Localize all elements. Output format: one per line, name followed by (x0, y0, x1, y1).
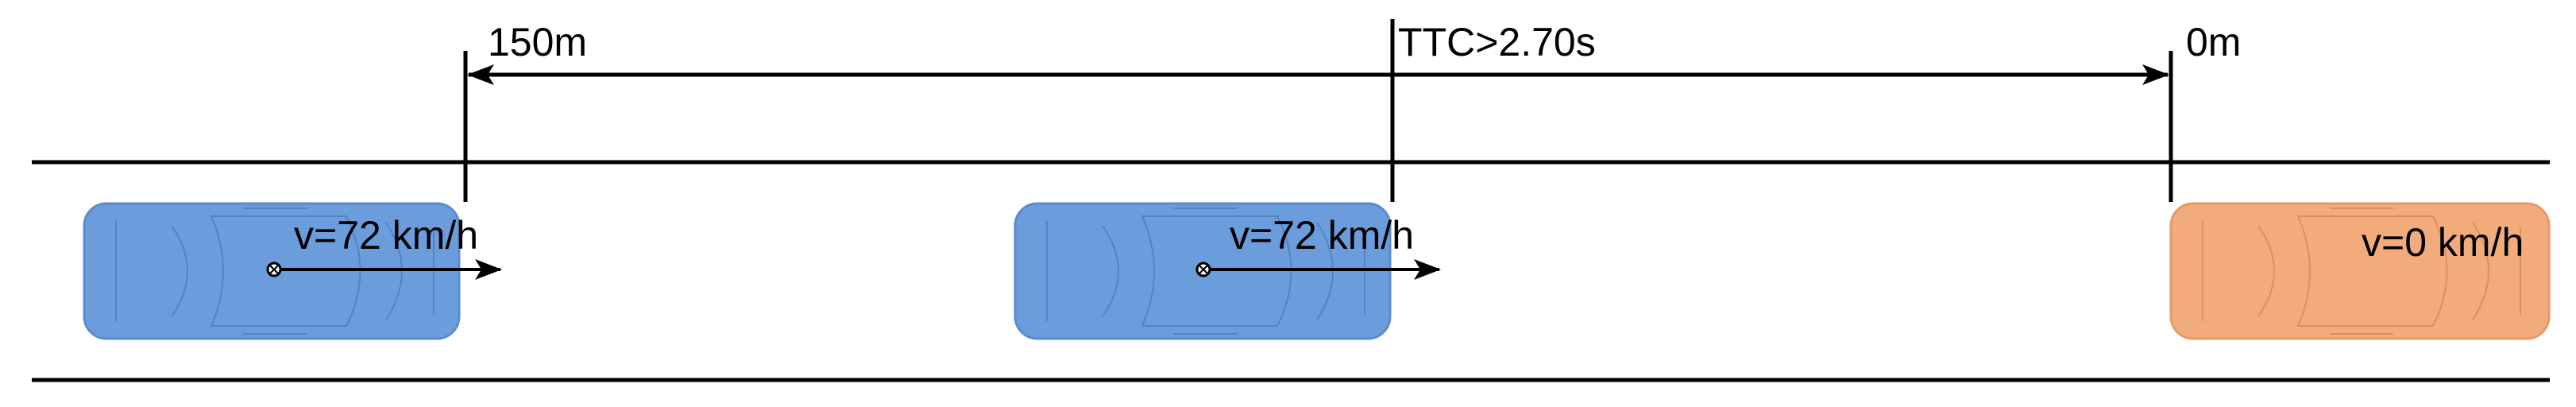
ego-vehicle-start: v=72 km/h (83, 202, 502, 340)
velocity-arrow (269, 265, 279, 274)
speed-label: v=72 km/h (294, 213, 478, 258)
car-top-view-icon (2169, 202, 2551, 340)
speed-label: v=72 km/h (1230, 213, 1414, 258)
speed-label: v=0 km/h (2362, 220, 2524, 265)
label-ttc: TTC>2.70s (1398, 20, 1596, 64)
label-150m: 150m (488, 20, 587, 64)
ego-vehicle-ttc: v=72 km/h (1014, 202, 1441, 340)
stationary-target-vehicle: v=0 km/h (2169, 202, 2551, 340)
label-0m: 0m (2186, 20, 2241, 64)
velocity-arrow (1199, 265, 1208, 274)
